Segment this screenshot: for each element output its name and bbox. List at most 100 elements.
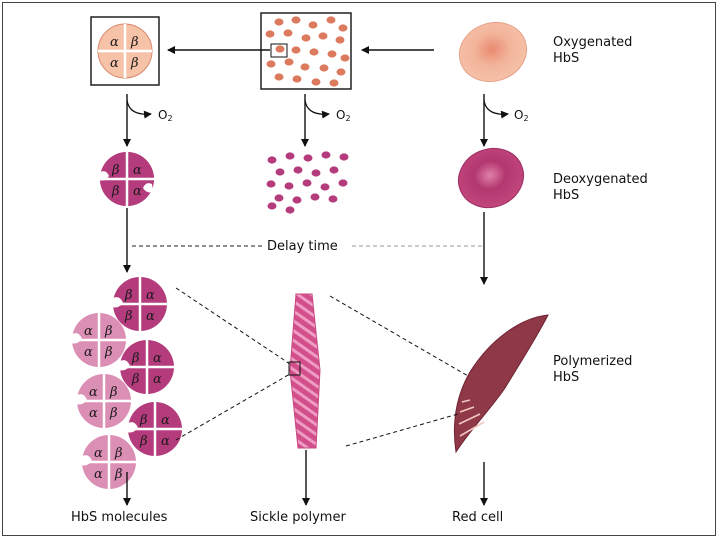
deoxygenated-molecule-dot [285,206,295,214]
label-delay-time: Delay time [265,239,340,255]
oxygenated-molecule-dot [265,30,275,38]
oxygenated-molecule-dot [292,75,302,83]
beta-label: β [114,467,123,482]
alpha-label: α [89,406,98,421]
oxygenated-molecule-dot [266,60,276,68]
alpha-label: α [161,413,170,428]
alpha-label: α [153,372,162,387]
deoxygenated-molecule-dot [285,152,295,160]
beta-label: β [130,56,139,71]
deoxygenated-molecule: β α β α [99,152,154,206]
deoxygenated-molecule-dot [292,196,302,204]
label-hbs-molecules: HbS molecules [71,510,168,525]
sickle-polymer-fiber [288,293,321,449]
deoxygenated-molecule-dot [302,179,312,187]
deoxygenated-molecule-dot [321,151,331,159]
alpha-label: α [153,351,162,366]
deoxygenated-molecule-dot [267,202,277,210]
deoxygenated-molecule-dot [293,166,303,174]
alpha-label: α [89,385,98,400]
alpha-label: α [84,345,93,360]
zoom-line-top-left [175,287,291,365]
alpha-label: α [146,288,155,303]
label-red-cell: Red cell [452,510,504,525]
beta-label: β [124,309,133,324]
zoom-line-bottom-right [345,413,459,447]
alpha-label: α [94,467,103,482]
deoxygenated-molecule-dot [267,156,277,164]
oxygenated-molecule-dot [301,34,311,42]
label-sickle-polymer: Sickle polymer [250,510,346,525]
deoxygenated-molecule-dot [266,180,276,188]
deoxygenated-molecule-dot [274,194,284,202]
oxygenated-molecule-dot [319,64,329,72]
sickle-red-cell [453,314,549,454]
oxygenated-red-cell [458,21,528,83]
beta-label: β [130,35,139,50]
beta-label: β [111,184,120,199]
beta-label: β [131,372,140,387]
oxygenated-molecule-dot [308,21,318,29]
oxygenated-molecule-dot [327,50,337,58]
label-polymerized-hbs: Polymerized HbS [553,354,633,385]
beta-label: β [109,385,118,400]
oxygenated-molecule-dot [340,54,350,62]
beta-label: β [124,288,133,303]
oxygenated-molecule-dot [274,73,284,81]
oxygenated-molecule-dot [329,79,339,87]
beta-label: β [114,446,123,461]
deoxygenated-molecule-dot [311,169,321,177]
oxygenated-molecule-dot [300,63,310,71]
oxygenated-molecule-dot [335,36,345,44]
deoxygenated-molecule-dot [320,183,330,191]
oxygenated-molecule-dot [284,58,294,66]
beta-label: β [131,351,140,366]
oxygenated-molecule-box: α β α β [90,16,160,86]
alpha-label: α [110,35,119,50]
deoxygenated-molecule-dot [328,195,338,203]
oxygenated-molecule-dot [291,16,301,24]
deoxygenated-red-cell [458,147,524,209]
oxygenated-molecule-dot [311,78,321,86]
label-oxygenated-hbs: Oxygenated HbS [553,35,633,66]
oxygenated-dispersed-box [260,12,352,90]
oxygenated-molecule-dot [336,68,346,76]
zoom-line-top-right [329,295,469,377]
o2-curve-arrow [483,99,509,119]
deoxygenated-molecule-dot [284,182,294,190]
alpha-label: α [110,56,119,71]
deoxygenated-molecule-dot [338,179,348,187]
deoxygenated-molecule-dot [303,154,313,162]
label-o2-right: O2 [514,108,529,123]
alpha-label: α [146,309,155,324]
zoom-line-bottom-left [175,373,291,441]
beta-label: β [104,324,113,339]
label-o2-left: O2 [158,108,173,123]
beta-label: β [104,345,113,360]
o2-curve-arrow [126,99,152,119]
oxygenated-molecule-dot [318,32,328,40]
oxygenated-molecule-dot [275,45,285,53]
deoxygenated-dispersed-molecules [266,151,349,214]
label-deoxygenated-hbs: Deoxygenated HbS [553,172,648,203]
deoxygenated-molecule-dot [339,153,349,161]
alpha-label: α [84,324,93,339]
beta-label: β [139,413,148,428]
beta-label: β [111,163,120,178]
label-o2-middle: O2 [336,108,351,123]
o2-release-arrows [123,94,509,147]
beta-label: β [139,434,148,449]
oxygenated-molecule-dot [274,18,284,26]
oxygenated-molecule-dot [338,24,348,32]
o2-curve-arrow [304,99,330,119]
